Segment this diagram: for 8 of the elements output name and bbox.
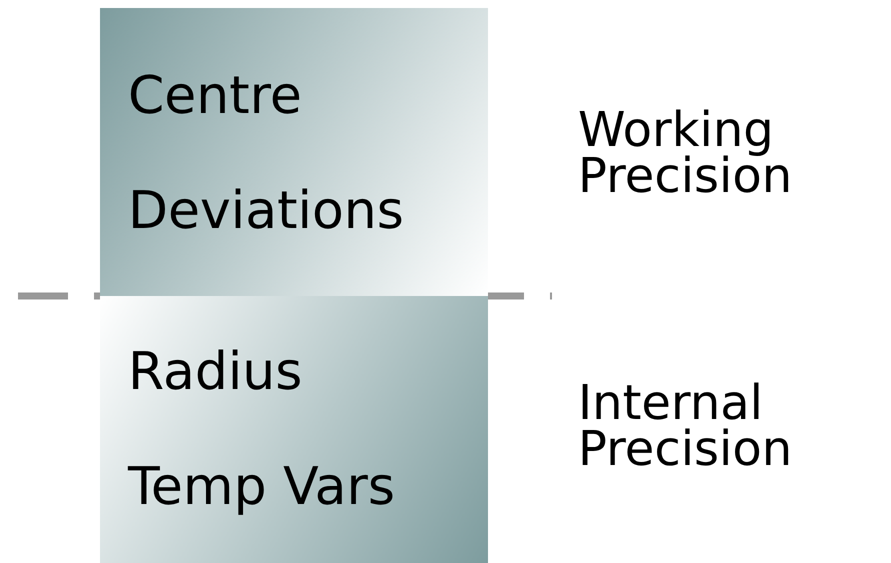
gradient-panel [100, 296, 488, 563]
field-label: Temp Vars [128, 461, 395, 513]
precision-label: Working Precision [578, 108, 794, 200]
precision-label: Internal Precision [578, 381, 794, 472]
field-label: Radius [128, 346, 302, 398]
field-label: Deviations [128, 185, 404, 237]
gradient-panel [100, 8, 488, 296]
field-label: Centre [128, 70, 302, 122]
